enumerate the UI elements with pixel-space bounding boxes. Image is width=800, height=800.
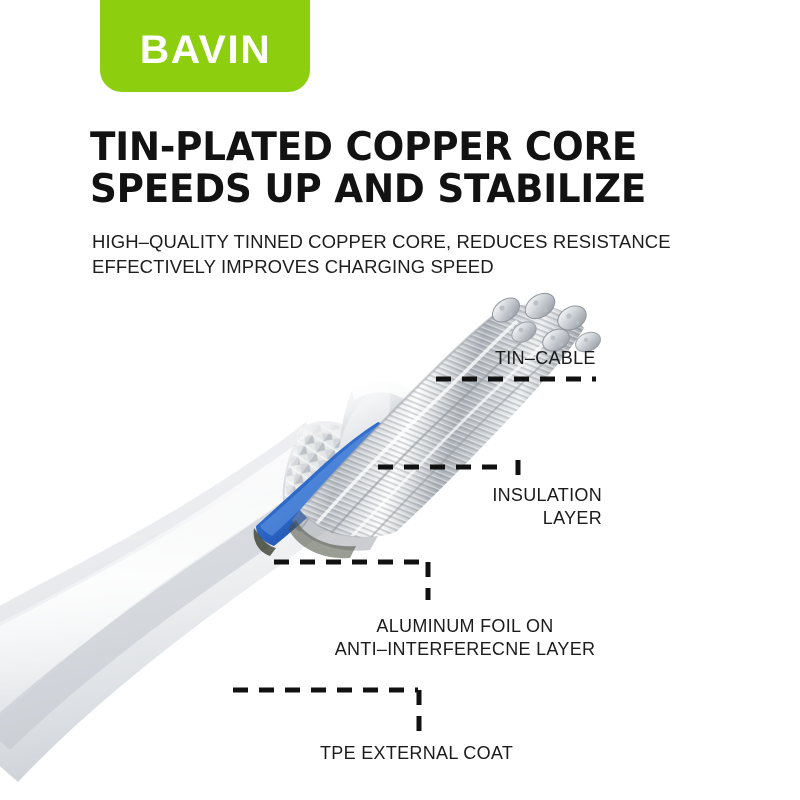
strand-cut-tips [492,292,601,353]
callout-aluminum-line-2: ANTI–INTERFERECNE LAYER [334,639,596,659]
tinned-copper-strands [292,292,601,551]
callout-tin-cable: TIN–CABLE [495,347,596,370]
callout-insulation-line-1: INSULATION [492,485,602,505]
page-subtitle: HIGH–QUALITY TINNED COPPER CORE, REDUCES… [92,229,742,279]
subtitle-line-1: HIGH–QUALITY TINNED COPPER CORE, REDUCES… [92,231,671,252]
page-title: TIN-PLATED COPPER CORE SPEEDS UP AND STA… [90,128,701,209]
cable-illustration [0,270,800,800]
callout-tin-cable-line-1: TIN–CABLE [495,348,596,368]
callout-insulation-layer: INSULATION LAYER [462,484,602,530]
callout-insulation-line-2: LAYER [542,508,602,528]
brand-wordmark: BAVIN [139,28,271,72]
subtitle-line-2: EFFECTIVELY IMPROVES CHARGING SPEED [92,256,494,277]
cable-cutaway-graphic [0,292,601,782]
callout-tpe-line-1: TPE EXTERNAL COAT [320,743,514,763]
cable-inner-shadow [288,520,356,559]
brand-badge: BAVIN [100,0,310,92]
callout-aluminum-foil: ALUMINUM FOIL ON ANTI–INTERFERECNE LAYER [330,615,600,661]
headline-line-1: TIN-PLATED COPPER CORE [90,125,638,170]
callout-tpe-coat: TPE EXTERNAL COAT [320,742,513,765]
callout-aluminum-line-1: ALUMINUM FOIL ON [376,616,554,636]
tpe-outer-jacket [0,422,356,782]
headline-line-2: SPEEDS UP AND STABILIZE [90,167,647,212]
